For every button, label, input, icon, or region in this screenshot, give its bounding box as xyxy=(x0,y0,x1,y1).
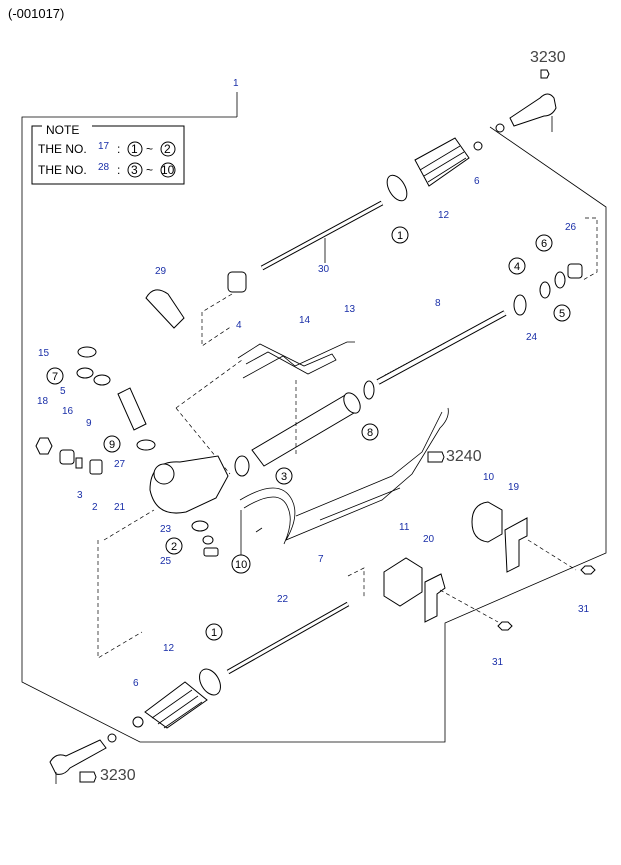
note-line2-b: 10 xyxy=(161,163,175,177)
label-6-bottom: 6 xyxy=(133,678,139,689)
label-14: 14 xyxy=(299,315,311,326)
circled-7: 7 xyxy=(52,371,58,383)
note-line2-colon: : xyxy=(117,163,120,177)
label-10: 10 xyxy=(483,472,495,483)
note-line1-b: 2 xyxy=(164,142,171,156)
circled-5: 5 xyxy=(559,308,565,320)
pipe-14 xyxy=(237,343,337,375)
locknut-18 xyxy=(35,437,53,455)
label-23: 23 xyxy=(160,524,172,535)
bracket-20 xyxy=(424,573,446,623)
label-29: 29 xyxy=(155,266,167,277)
label-21: 21 xyxy=(114,502,126,513)
note-line1-tilde: ~ xyxy=(146,142,153,156)
label-31-lower: 31 xyxy=(492,657,504,668)
note-title: NOTE xyxy=(46,123,79,137)
label-4-left: 4 xyxy=(236,320,242,331)
circled-4: 4 xyxy=(514,261,520,273)
tie-rod-end-top xyxy=(509,93,557,127)
label-25: 25 xyxy=(160,556,172,567)
label-19: 19 xyxy=(508,482,520,493)
circled-6: 6 xyxy=(541,238,547,250)
note-line2-ref: 28 xyxy=(98,162,110,173)
nut-31-right xyxy=(580,565,596,575)
cylinder-tube xyxy=(251,393,360,467)
note-line2-tilde: ~ xyxy=(146,163,153,177)
note-line2-prefix: THE NO. xyxy=(38,163,87,177)
label-1: 1 xyxy=(233,78,239,89)
label-6-top: 6 xyxy=(474,176,480,187)
nut-31-lower xyxy=(497,621,513,631)
label-13: 13 xyxy=(344,304,356,315)
boot-top xyxy=(414,137,470,187)
ref-mid[interactable]: 3240 xyxy=(446,448,482,465)
circled-9: 9 xyxy=(109,439,115,451)
label-31-right: 31 xyxy=(578,604,590,615)
label-18: 18 xyxy=(37,396,49,407)
note-line1-colon: : xyxy=(117,142,120,156)
label-22: 22 xyxy=(277,594,289,605)
circled-3: 3 xyxy=(281,471,287,483)
note-line1-ref: 17 xyxy=(98,141,110,152)
label-11: 11 xyxy=(399,522,410,533)
label-27: 27 xyxy=(114,459,126,470)
mount-29 xyxy=(145,289,185,329)
label-2: 2 xyxy=(92,502,98,513)
bracket-19 xyxy=(504,517,528,573)
circled-2: 2 xyxy=(171,541,177,553)
label-16: 16 xyxy=(62,406,74,417)
diagram-code: (-001017) xyxy=(8,6,65,21)
yoke-plug-16 xyxy=(59,449,75,465)
ref-bottom[interactable]: 3230 xyxy=(100,767,136,784)
note-line1-a: 1 xyxy=(131,142,138,156)
circled-1-bottom: 1 xyxy=(211,627,217,639)
assembly-outline xyxy=(21,116,607,743)
ref-top-tag xyxy=(540,69,550,79)
label-15: 15 xyxy=(38,348,50,359)
label-24: 24 xyxy=(526,332,538,343)
circled-8: 8 xyxy=(367,427,373,439)
note-line1-prefix: THE NO. xyxy=(38,142,87,156)
label-30: 30 xyxy=(318,264,330,275)
label-20: 20 xyxy=(423,534,435,545)
pipe-7 xyxy=(239,407,449,545)
label-8: 8 xyxy=(435,298,441,309)
bushing-11 xyxy=(383,557,423,607)
pinion-9 xyxy=(117,387,147,431)
ref-top[interactable]: 3230 xyxy=(530,49,566,66)
label-12-bottom: 12 xyxy=(163,643,175,654)
bushing-10 xyxy=(471,501,503,543)
label-7: 7 xyxy=(318,554,324,565)
label-9: 9 xyxy=(86,418,92,429)
note-box xyxy=(31,125,185,185)
tie-rod-end-bottom xyxy=(49,739,107,775)
note-line2-a: 3 xyxy=(131,163,138,177)
bushing-4 xyxy=(227,271,247,293)
label-26: 26 xyxy=(565,222,577,233)
yoke-2 xyxy=(89,459,103,475)
circled-10: 10 xyxy=(235,559,247,571)
circled-1-top: 1 xyxy=(397,230,403,242)
label-5-left: 5 xyxy=(60,386,66,397)
label-3: 3 xyxy=(77,490,83,501)
label-12-top: 12 xyxy=(438,210,450,221)
